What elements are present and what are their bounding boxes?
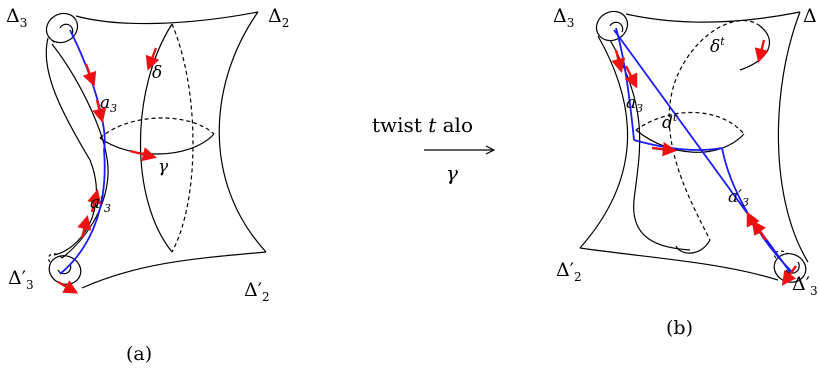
- panel-a-arrows: [57, 47, 160, 294]
- label-b-deltat: δt: [710, 35, 725, 57]
- label-delta3: Δ3: [6, 5, 27, 30]
- arrow-gamma: γ: [446, 161, 458, 185]
- twist-arrow: twist t alo γ: [372, 100, 544, 185]
- label-delta3-prime: Δ′3: [8, 267, 34, 292]
- label-b-delta-right: Δ: [803, 5, 817, 27]
- panel-b-arrows: [611, 39, 797, 286]
- label-b-delta3: Δ3: [553, 5, 574, 30]
- label-b-dt: dt: [662, 111, 678, 133]
- label-b-delta2-prime: Δ′2: [556, 259, 582, 284]
- label-delta2-prime: Δ′2: [244, 279, 270, 304]
- panel-a-surface: [45, 11, 267, 289]
- label-delta-curve: δ: [152, 63, 162, 83]
- label-b-a3: a3: [626, 93, 643, 115]
- caption-b: (b): [666, 317, 693, 339]
- caption-a: (a): [126, 343, 152, 365]
- panel-b-surface: [579, 10, 809, 283]
- label-delta2: Δ2: [268, 5, 289, 30]
- twist-label: twist t alo: [372, 113, 473, 137]
- label-b-a3-prime: a′3: [728, 187, 749, 209]
- label-b-delta3-prime: Δ′3: [792, 273, 818, 298]
- label-gamma: γ: [158, 157, 169, 177]
- panel-b: Δ3 Δ Δ′2 Δ′3 a3 a′3 dt δt (b): [553, 5, 818, 339]
- panel-b-arcs: [613, 27, 793, 273]
- twist-label-mask: [484, 100, 544, 146]
- label-a3: a3: [100, 93, 117, 115]
- panel-a: Δ3 Δ2 Δ′3 Δ′2 a3 a′3 δ γ (a): [6, 5, 289, 365]
- arrow-head: [485, 145, 496, 155]
- label-a3-prime: a′3: [90, 193, 111, 215]
